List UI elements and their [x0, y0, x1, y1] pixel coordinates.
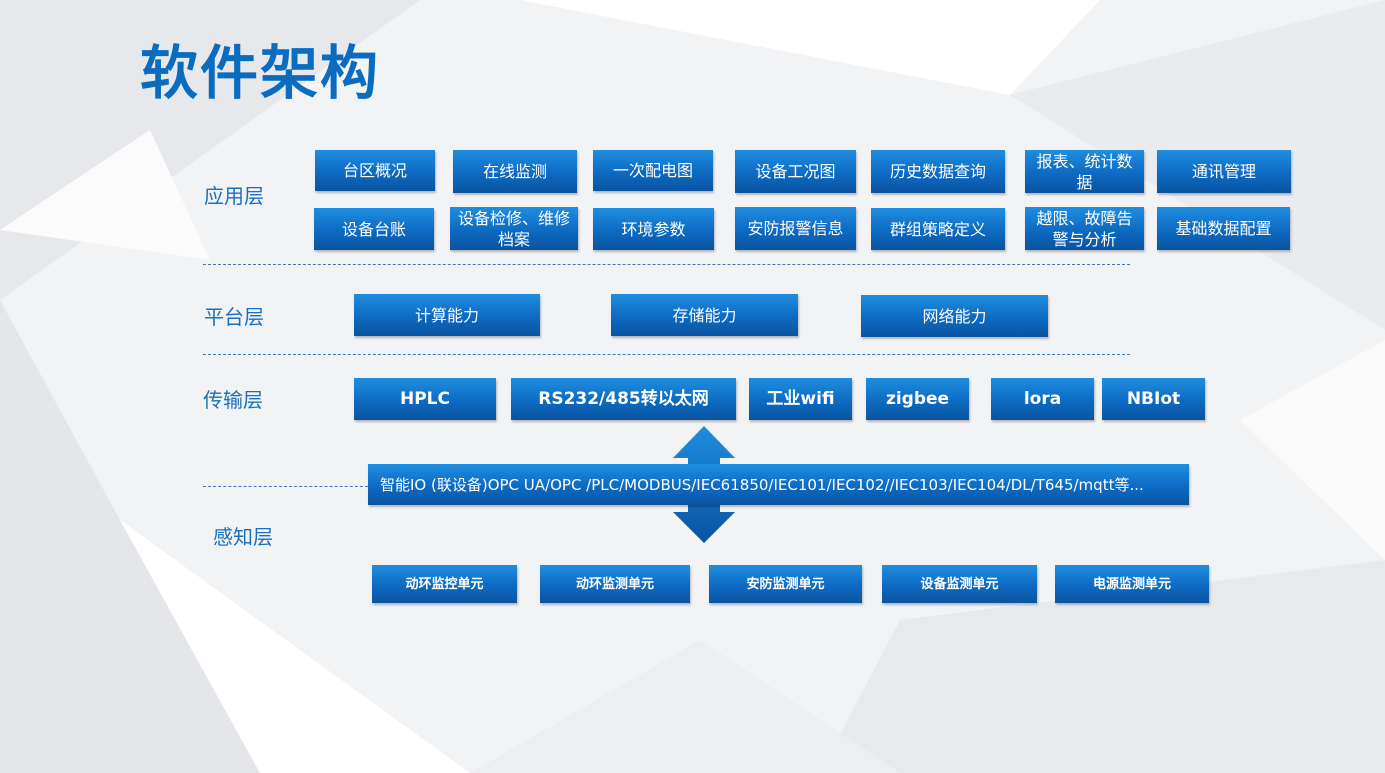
app-item: 设备工况图	[735, 150, 856, 193]
app-item: 设备检修、维修档案	[450, 207, 578, 250]
transport-item: NBIot	[1102, 378, 1205, 420]
app-item: 越限、故障告警与分析	[1025, 207, 1144, 250]
app-item: 群组策略定义	[871, 208, 1005, 250]
app-item: 安防报警信息	[735, 207, 856, 250]
layer-label-perception: 感知层	[213, 525, 273, 549]
perception-item: 动环监控单元	[372, 565, 517, 603]
app-item: 一次配电图	[593, 150, 713, 191]
platform-item: 存储能力	[611, 294, 798, 336]
perception-item: 设备监测单元	[882, 565, 1037, 603]
app-item: 环境参数	[593, 208, 714, 250]
layer-label-transport: 传输层	[203, 388, 263, 412]
transport-item: lora	[991, 378, 1094, 420]
app-item: 报表、统计数据	[1025, 150, 1144, 193]
layer-label-platform: 平台层	[204, 305, 264, 329]
layer-divider	[203, 264, 1130, 265]
platform-item: 计算能力	[354, 294, 540, 336]
perception-item: 电源监测单元	[1055, 565, 1209, 603]
layer-label-app: 应用层	[204, 184, 264, 208]
app-item: 基础数据配置	[1157, 207, 1290, 250]
perception-item: 动环监测单元	[540, 565, 690, 603]
app-item: 通讯管理	[1157, 150, 1291, 193]
page-title: 软件架构	[140, 39, 381, 107]
platform-item: 网络能力	[861, 295, 1048, 337]
app-item: 设备台账	[314, 208, 434, 250]
perception-item: 安防监测单元	[709, 565, 862, 603]
protocol-bar: 智能IO (联设备)OPC UA/OPC /PLC/MODBUS/IEC6185…	[368, 464, 1189, 505]
transport-item: HPLC	[354, 378, 496, 420]
app-item: 历史数据查询	[871, 150, 1005, 193]
app-item: 在线监测	[453, 150, 577, 193]
transport-item: RS232/485转以太网	[511, 378, 736, 420]
layer-divider	[203, 486, 368, 487]
transport-item: zigbee	[866, 378, 969, 420]
transport-item: 工业wifi	[749, 378, 852, 420]
layer-divider	[203, 354, 1130, 355]
app-item: 台区概况	[315, 150, 435, 191]
